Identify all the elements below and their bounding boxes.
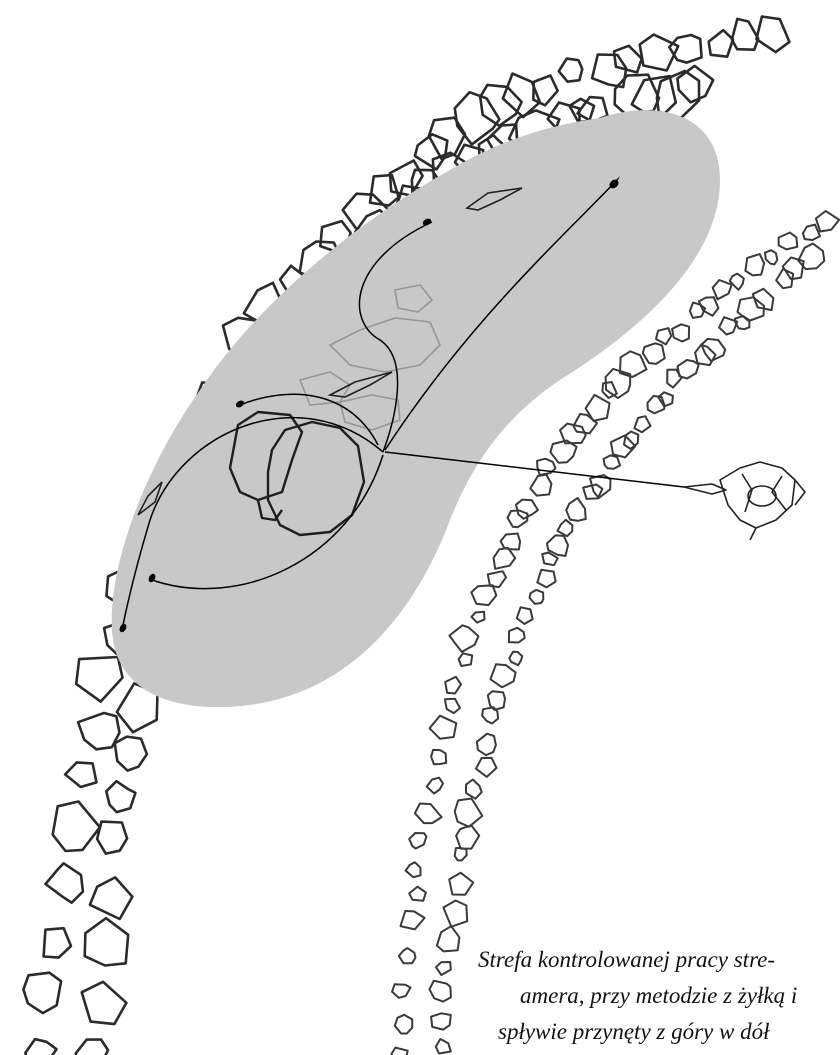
bank-stone: [25, 1039, 56, 1055]
bank-pebble: [409, 833, 426, 849]
bank-pebble: [430, 716, 457, 739]
controlled-zone-area: [112, 110, 720, 707]
bank-pebble: [634, 416, 650, 432]
bank-pebble: [604, 455, 621, 468]
bank-pebble: [550, 441, 576, 463]
bank-pebble: [501, 534, 520, 550]
bank-stone: [559, 59, 583, 82]
bank-stone: [46, 863, 83, 902]
bank-pebble: [409, 887, 426, 901]
bank-stone: [76, 657, 122, 702]
bank-pebble: [459, 653, 473, 666]
bank-pebble: [530, 475, 551, 496]
bank-pebble: [779, 233, 798, 250]
bank-stone: [570, 99, 595, 123]
bank-pebble: [558, 520, 573, 536]
bank-pebble: [471, 612, 484, 623]
bank-pebble: [713, 280, 732, 299]
bank-pebble: [537, 570, 555, 588]
bank-pebble: [816, 211, 839, 232]
bank-pebble: [566, 498, 586, 521]
bank-pebble: [647, 396, 664, 413]
bank-pebble: [449, 873, 473, 895]
bank-stone: [709, 30, 733, 57]
bank-pebble: [477, 734, 496, 756]
bank-stone: [614, 46, 642, 73]
bank-stone: [44, 928, 71, 957]
bank-pebble: [476, 758, 497, 777]
bank-pebble: [456, 825, 479, 848]
bank-stone: [669, 35, 701, 63]
bank-pebble: [449, 625, 478, 652]
bank-pebble: [427, 778, 443, 794]
bank-pebble: [530, 590, 544, 604]
bank-pebble: [431, 1013, 451, 1029]
angler-figure-icon: [684, 462, 805, 540]
bank-pebble: [482, 707, 498, 723]
bank-pebble: [471, 585, 496, 605]
caption-line-1: Strefa kontrolowanej pracy stre-: [478, 942, 840, 978]
bank-stone: [370, 175, 399, 205]
bank-pebble: [445, 699, 460, 713]
bank-stone: [53, 802, 100, 852]
bank-pebble: [466, 780, 482, 799]
bank-pebble: [455, 848, 467, 861]
bank-stone: [533, 76, 557, 106]
bank-stone: [76, 1040, 108, 1055]
bank-pebble: [509, 652, 522, 666]
bank-pebble: [602, 382, 616, 398]
diagram-caption: Strefa kontrolowanej pracy stre- amera, …: [478, 942, 840, 1050]
bank-pebble: [658, 392, 673, 406]
bank-stone: [65, 762, 96, 787]
bank-stone: [115, 737, 147, 771]
bank-pebble: [656, 328, 671, 344]
bank-pebble: [517, 607, 533, 624]
bank-pebble: [765, 250, 777, 264]
bank-pebble: [395, 1015, 413, 1034]
bank-pebble: [437, 926, 460, 951]
bank-pebble: [730, 274, 744, 290]
bank-pebble: [406, 862, 421, 877]
bank-stone: [82, 982, 127, 1024]
bank-pebble: [431, 750, 446, 764]
bank-stone: [90, 877, 132, 919]
bank-pebble: [537, 459, 555, 475]
bank-pebble: [415, 804, 442, 824]
bank-pebble: [430, 981, 451, 1002]
bank-pebble: [436, 962, 451, 975]
bank-pebble: [643, 343, 665, 364]
bank-pebble: [745, 254, 764, 275]
bank-stone: [756, 17, 789, 53]
bank-pebble: [494, 548, 516, 569]
bank-pebble: [611, 435, 635, 457]
bank-stone: [480, 85, 521, 126]
bank-pebble: [443, 901, 467, 927]
bank-pebble: [672, 324, 689, 341]
bank-stone: [97, 822, 127, 854]
bank-pebble: [399, 948, 416, 963]
bank-stone: [732, 19, 758, 50]
bank-stone: [106, 781, 135, 812]
bank-pebble: [445, 677, 461, 694]
bank-stone: [23, 973, 61, 1013]
bank-pebble: [436, 1039, 451, 1054]
caption-line-2: amera, przy metodzie z żyłką i: [478, 978, 840, 1014]
bank-pebble: [401, 911, 425, 929]
bank-pebble: [509, 628, 525, 643]
bank-pebble: [392, 984, 410, 998]
caption-line-3: spływie przynęty z góry w dół: [478, 1014, 840, 1050]
bank-pebble: [392, 1048, 408, 1055]
bank-stone: [78, 713, 119, 749]
bank-pebble: [719, 317, 737, 334]
bank-pebble: [490, 664, 515, 687]
bank-pebble: [573, 414, 597, 433]
bank-pebble: [803, 225, 820, 240]
bank-stone: [85, 918, 129, 965]
bank-pebble: [455, 799, 483, 827]
bank-pebble: [606, 369, 631, 398]
